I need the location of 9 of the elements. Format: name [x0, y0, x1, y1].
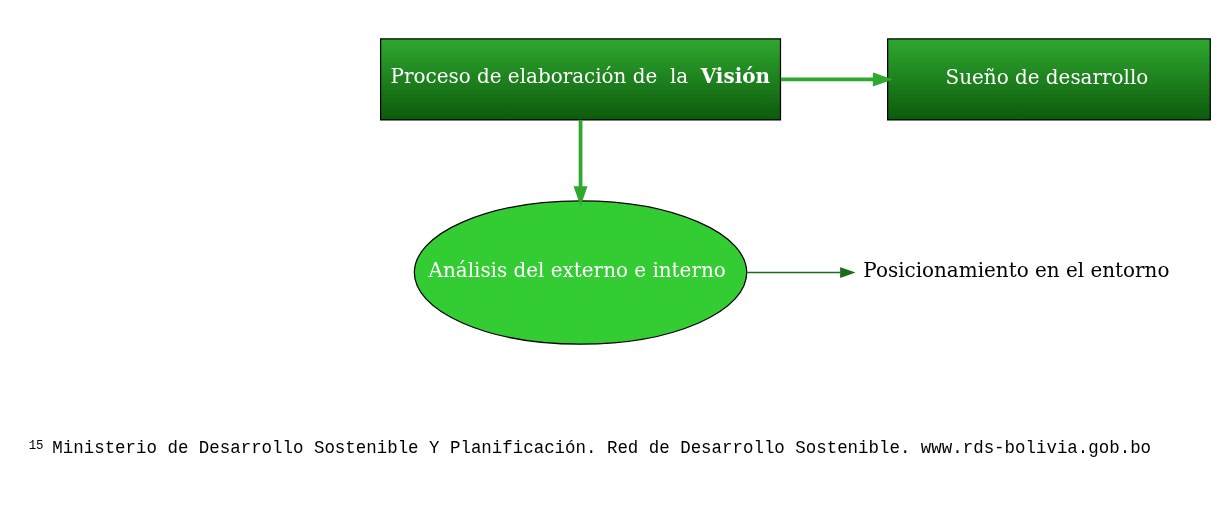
node-ellipse: Análisis del externo e interno [413, 199, 748, 345]
label: 15 [28, 438, 44, 453]
label: Ministerio de Desarrollo Sostenible Y Planificación. Red de Desarrollo Sostenible. www.rds-bolivia.gob.bo [52, 437, 1152, 458]
node-text: Posicionamiento en el entorno [863, 258, 1170, 282]
arrow [573, 119, 588, 206]
node-box: Proceso de elaboración de la Visión [379, 37, 782, 121]
arrow [780, 71, 893, 86]
arrow [746, 266, 856, 278]
node-box: Sueño de desarrollo [887, 37, 1211, 121]
